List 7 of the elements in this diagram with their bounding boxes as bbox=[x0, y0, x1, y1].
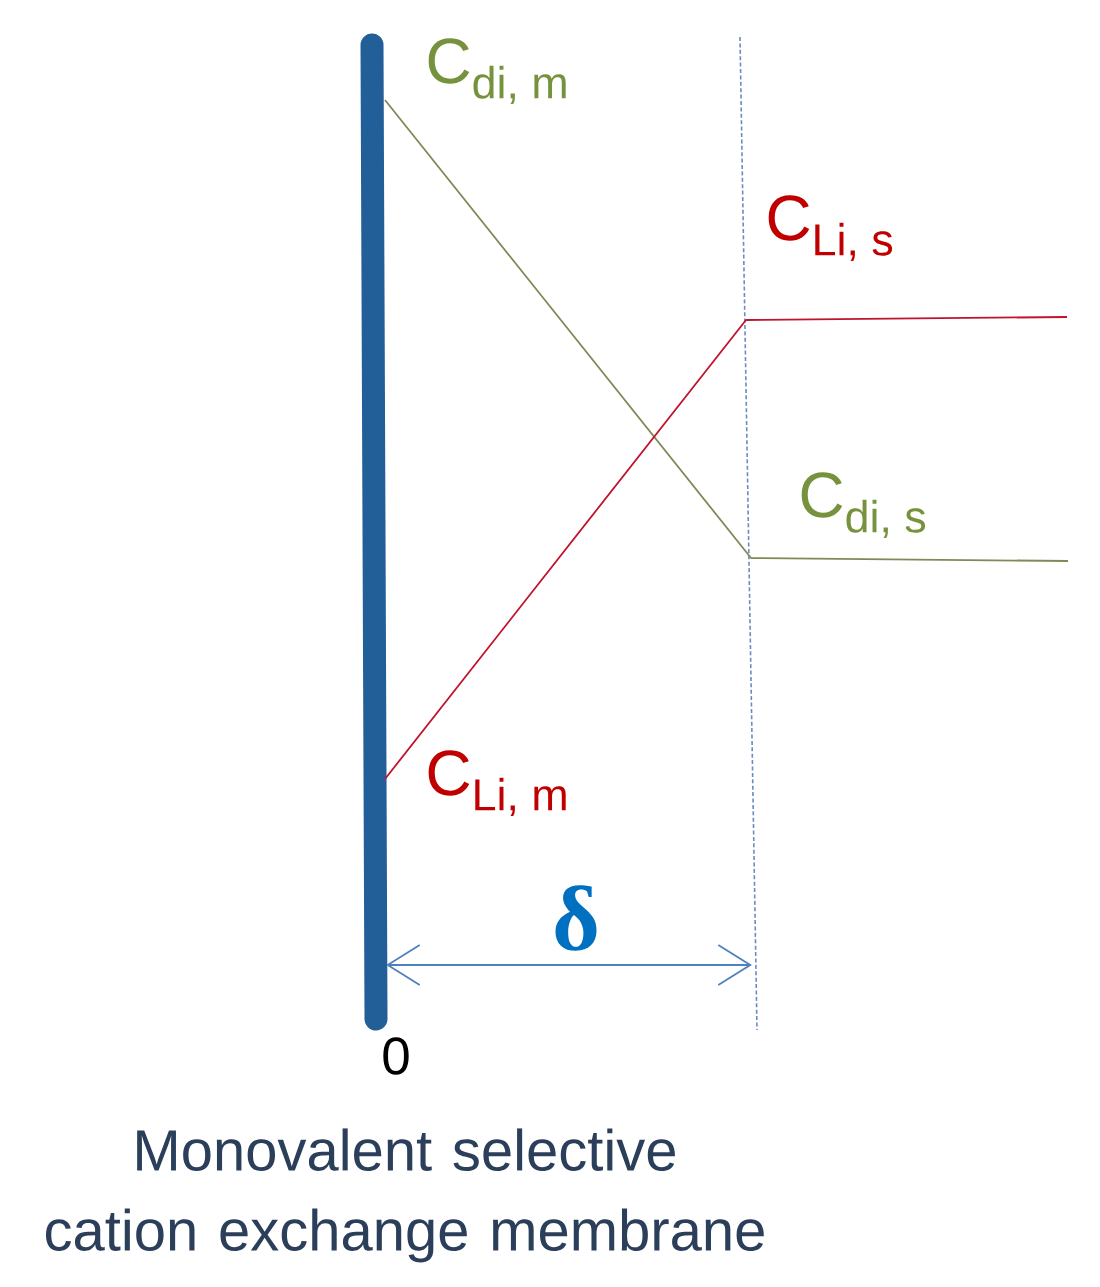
thickness-symbol: δ bbox=[555, 885, 597, 951]
concentration-label: $\mathrm{C}_{\text{Li, s}}$ bbox=[768, 195, 893, 262]
concentration-label: $\mathrm{C}_{\text{di, s}}$ bbox=[801, 472, 926, 539]
membrane-caption: Monovalent selective cation exchange membrane bbox=[46, 1128, 764, 1263]
concentration-label: $\mathrm{C}_{\text{Li, m}}$ bbox=[428, 750, 566, 817]
origin-label: 0 bbox=[383, 1037, 409, 1075]
concentration-label: $\mathrm{C}_{\text{di, m}}$ bbox=[428, 38, 566, 105]
